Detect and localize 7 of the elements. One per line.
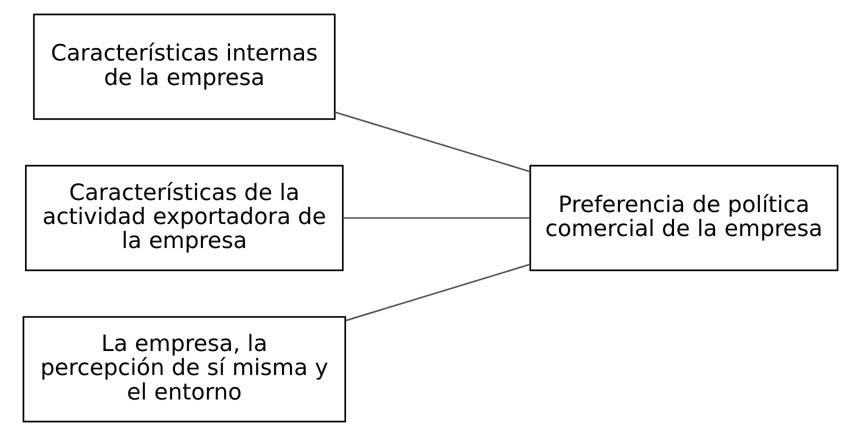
node-box: La empresa, la percepción de sí misma y el entorno	[22, 316, 346, 422]
connector	[343, 217, 530, 219]
node-box: Preferencia de política comercial de la empresa	[529, 164, 838, 272]
connector	[346, 264, 530, 322]
node-box: Características internas de la empresa	[33, 14, 336, 120]
node-box: Características de la actividad exportadora de la empresa	[25, 164, 344, 272]
connector	[334, 111, 530, 172]
